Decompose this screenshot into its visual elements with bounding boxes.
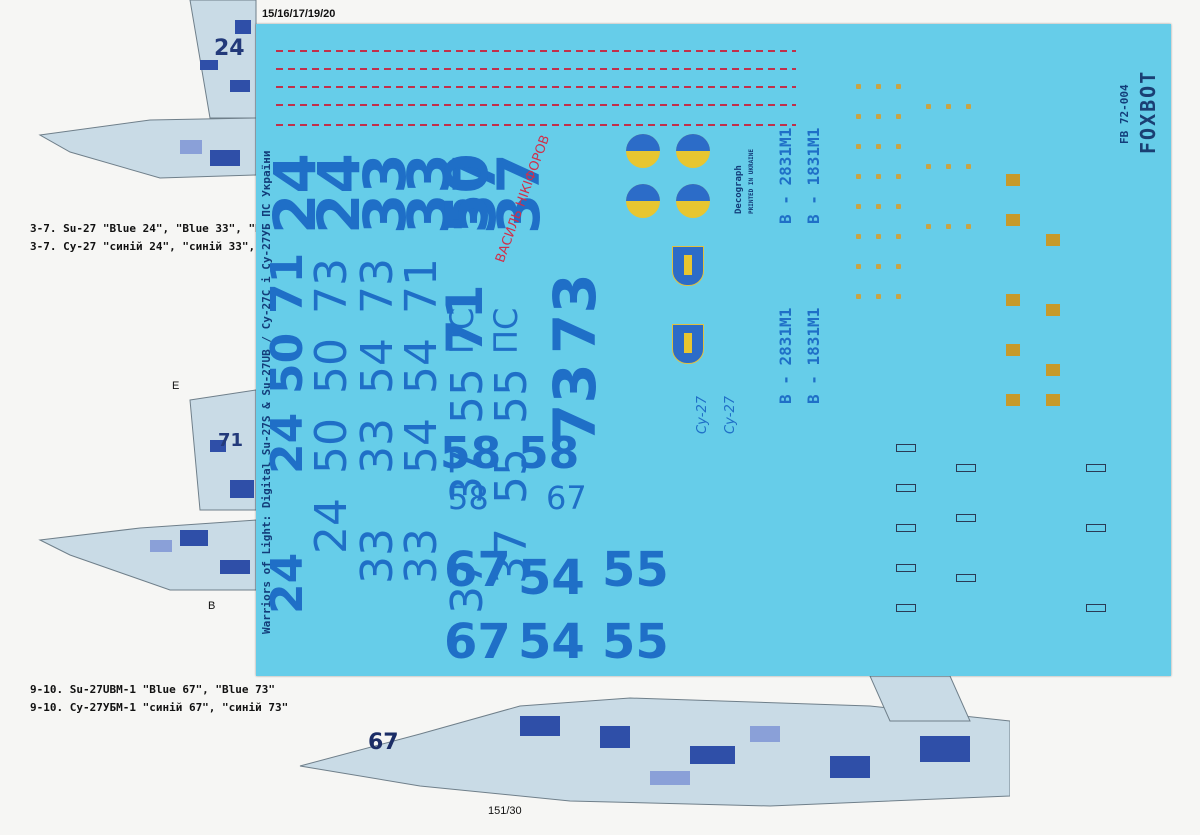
decal-col2-d: 50 (306, 418, 357, 474)
decal-col5-c: 55 (442, 368, 493, 424)
jet-middle-illustration (38, 389, 257, 591)
decal-col1-b: 71 (262, 252, 313, 314)
roundel-3 (626, 184, 660, 218)
decal-col2-c: 50 (306, 338, 357, 394)
decal-col1-c: 50 (262, 332, 313, 394)
serial-b-2: В - 1831М1 (804, 307, 823, 404)
decal-col6-c: 55 (486, 368, 537, 424)
callout-b: B (208, 600, 216, 612)
serial-a-2: В - 2831М1 (776, 307, 795, 404)
decal-col1-d: 24 (262, 412, 313, 474)
serial-a-1: В - 2831М1 (776, 127, 795, 224)
stripe-5 (276, 124, 796, 126)
decal-col2-b: 73 (306, 258, 357, 314)
sheet-refs-label: 15/16/17/19/20 (262, 8, 336, 20)
jet-bottom-illustration (299, 676, 1010, 807)
jet-bottom-number: 67 (368, 730, 399, 755)
decal-col9-a: 73 (541, 273, 609, 354)
jet-middle-number: 71 (218, 430, 244, 451)
decal-col9-c: 67 (546, 479, 587, 517)
decal-col3-c: 54 (352, 338, 403, 394)
decal-col7-e: 67 (444, 542, 511, 598)
tryzub-shield-2 (672, 324, 704, 364)
decal-col4-d: 54 (396, 418, 447, 474)
stripe-2 (276, 68, 796, 70)
printer-label: Decograph (734, 165, 744, 214)
decal-col3-b: 73 (352, 258, 403, 314)
decal-col7-f: 67 (444, 614, 511, 670)
roundel-2 (676, 134, 710, 168)
su27-label-b: Су-27 (723, 395, 738, 434)
stripe-4 (276, 104, 796, 106)
decal-col3-d: 33 (352, 418, 403, 474)
decal-col6-b: ПС (487, 307, 525, 354)
decal-col8-b: 58 (518, 428, 580, 479)
stripe-1 (276, 50, 796, 52)
serial-b-1: В - 1831М1 (804, 127, 823, 224)
stripe-3 (276, 86, 796, 88)
brand-foxbot: FOXBOT (1136, 69, 1160, 154)
decal-col8-c: 54 (518, 550, 585, 606)
decal-col7-d: 58 (448, 479, 489, 517)
decal-50-top-a: 50 (433, 153, 501, 234)
decal-col9-e: 55 (602, 614, 669, 670)
decal-col8-d: 54 (518, 614, 585, 670)
caption-1-en: 3-7. Su-27 "Blue 24", "Blue 33", "B (30, 222, 262, 235)
stencil-area (836, 44, 1136, 664)
jet-top-number: 24 (214, 36, 245, 61)
roundel-1 (626, 134, 660, 168)
callout-nose-ref: 151/30 (488, 805, 522, 817)
caption-2-ua: 9-10. Су-27УБМ-1 "синій 67", "синій 73" (30, 701, 289, 714)
decal-col4-e: 33 (396, 528, 447, 584)
roundel-4 (676, 184, 710, 218)
decal-col1-e: 24 (262, 552, 313, 614)
decal-col3-e: 33 (352, 528, 403, 584)
caption-1-ua: 3-7. Су-27 "синій 24", "синій 33", (30, 240, 256, 253)
printed-label: PRINTED IN UKRAINE (748, 148, 755, 214)
jet-top-illustration (38, 0, 257, 179)
caption-2-en: 9-10. Su-27UBM-1 "Blue 67", "Blue 73" (30, 683, 276, 696)
decal-col7-c: 58 (440, 428, 502, 479)
su27-label-a: Су-27 (695, 395, 710, 434)
tryzub-shield-1 (672, 246, 704, 286)
decal-sheet: Warriors of Light: Digital Su-27S & Su-2… (256, 24, 1171, 676)
decal-col9-d: 55 (602, 542, 669, 598)
decal-col2-e: 24 (306, 498, 357, 554)
callout-e: E (172, 380, 180, 392)
decal-71-a: 71 (436, 284, 494, 354)
decal-col9-b: 73 (541, 363, 609, 444)
